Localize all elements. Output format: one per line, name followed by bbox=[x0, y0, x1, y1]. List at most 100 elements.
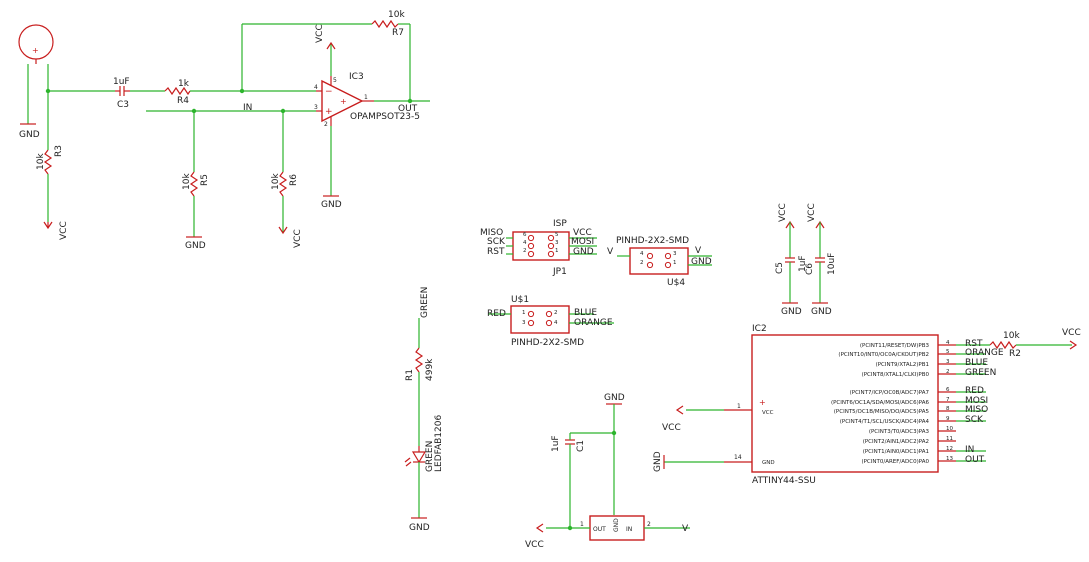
c6-name: C6 bbox=[805, 263, 815, 275]
reg-gnd-label: GND bbox=[613, 518, 620, 532]
out-net-label: OUT bbox=[398, 104, 418, 114]
ic2-net-label: RED bbox=[965, 386, 984, 396]
u4-v-label: V bbox=[607, 247, 614, 257]
svg-text:4: 4 bbox=[640, 251, 644, 257]
svg-text:3: 3 bbox=[314, 104, 318, 111]
capacitor-c3: 1uF C3 bbox=[113, 77, 130, 110]
ic2-gnd-pin-label: GND bbox=[762, 460, 775, 466]
svg-text:2: 2 bbox=[523, 248, 527, 254]
u1-blue-label: BLUE bbox=[574, 308, 597, 318]
c6-value: 10uF bbox=[827, 253, 837, 275]
ic2-net-label: GREEN bbox=[965, 368, 996, 378]
r5-name: R5 bbox=[200, 174, 210, 186]
u4-name: U$4 bbox=[667, 278, 685, 288]
gnd-label: GND bbox=[781, 307, 802, 317]
regulator-section: GND 1uF C1 OUT IN GND 1 2 VCC V bbox=[525, 393, 690, 550]
ic2-pin-number: 6 bbox=[946, 387, 950, 393]
isp-miso-label: MISO bbox=[480, 228, 503, 238]
reg-out-label: OUT bbox=[593, 526, 606, 533]
c5-name: C5 bbox=[775, 262, 785, 274]
ic2-part: ATTINY44-SSU bbox=[752, 476, 816, 486]
vcc-label: VCC bbox=[662, 423, 681, 433]
ic2-pin-function: (PCINT5/OC1B/MISO/DO/ADC5)PA5 bbox=[834, 409, 930, 415]
r1-value: 499k bbox=[425, 358, 435, 381]
gnd-label: GND bbox=[409, 523, 430, 533]
svg-text:3: 3 bbox=[555, 240, 559, 246]
green-net-label: GREEN bbox=[420, 287, 430, 318]
resistor-r3: 10k R3 VCC bbox=[36, 145, 69, 240]
ic2-net-label: BLUE bbox=[965, 358, 988, 368]
ic2-net-label: SCK bbox=[965, 415, 984, 425]
ic2-pin-number: 11 bbox=[946, 436, 953, 442]
resistor-r6: 10k R6 VCC bbox=[271, 111, 303, 248]
isp-rst-label: RST bbox=[487, 247, 505, 257]
ic2-pin-number: 4 bbox=[946, 340, 950, 346]
svg-text:2: 2 bbox=[647, 521, 651, 528]
svg-text:2: 2 bbox=[640, 260, 644, 266]
ic2-pin-function: (PCINT7/ICP/OC0B/ADC7)PA7 bbox=[850, 390, 930, 396]
r3-name: R3 bbox=[54, 145, 64, 157]
isp-title: ISP bbox=[553, 219, 567, 229]
isp-vcc-label: VCC bbox=[573, 228, 592, 238]
microphone-symbol: + GND bbox=[18, 24, 54, 150]
r2-name: R2 bbox=[1009, 349, 1021, 359]
u4-v-label-right: V bbox=[695, 246, 702, 256]
capacitor-c6: VCC C6 10uF GND bbox=[805, 203, 837, 317]
svg-text:1: 1 bbox=[522, 310, 526, 316]
svg-text:+: + bbox=[32, 46, 39, 55]
ic2-net-label: OUT bbox=[965, 455, 985, 465]
ic2-net-label: MISO bbox=[965, 405, 988, 415]
u1-part: PINHD-2X2-SMD bbox=[511, 338, 584, 348]
resistor-r2: 10k R2 VCC bbox=[989, 328, 1081, 359]
ic2-net-label: ORANGE bbox=[965, 348, 1004, 358]
vcc-label: VCC bbox=[1062, 328, 1081, 338]
mcu-ic2: IC2 ATTINY44-SSU VCC + GND VCC 1 GND 14 bbox=[653, 324, 939, 486]
ic2-net-label: MOSI bbox=[965, 396, 988, 406]
junction-dot bbox=[407, 98, 413, 104]
ic2-net-label: RST bbox=[965, 339, 983, 349]
ic2-pin-function: (PCINT3/T0/ADC3)PA3 bbox=[869, 429, 930, 435]
vcc-label: VCC bbox=[807, 203, 817, 222]
svg-text:6: 6 bbox=[523, 232, 527, 238]
r7-name: R7 bbox=[392, 28, 404, 38]
svg-text:1: 1 bbox=[737, 403, 741, 410]
c5-value: 1uF bbox=[798, 255, 808, 272]
ic2-pin-function: (PCINT1/AIN0/ADC1)PA1 bbox=[863, 449, 929, 455]
ic2-vcc-pin-label: VCC bbox=[762, 410, 774, 416]
resistor-r7: 10k R7 bbox=[371, 10, 405, 38]
r1-name: R1 bbox=[405, 369, 415, 381]
r7-value: 10k bbox=[388, 10, 405, 20]
svg-text:5: 5 bbox=[555, 232, 559, 238]
isp-header-jp1: 6 4 2 5 3 1 MISO SCK RST VCC MOSI GND IS… bbox=[480, 219, 597, 277]
ic2-pin-function: (PCINT9/XTAL2)PB1 bbox=[876, 362, 929, 368]
svg-text:1: 1 bbox=[580, 521, 584, 528]
led-icon bbox=[411, 451, 427, 464]
ic2-pin-number: 2 bbox=[946, 369, 950, 375]
svg-text:3: 3 bbox=[522, 320, 526, 326]
resistor-r5: 10k R5 GND bbox=[182, 111, 210, 251]
ic3-part: OPAMPSOT23-5 bbox=[350, 112, 420, 122]
vcc-label: VCC bbox=[293, 229, 303, 248]
c3-name: C3 bbox=[117, 100, 129, 110]
isp-name: JP1 bbox=[552, 267, 567, 277]
svg-text:+: + bbox=[340, 97, 347, 106]
isp-gnd-label: GND bbox=[573, 247, 594, 257]
ic2-pin-function: (PCINT10/INT0/OC0A/CKOUT)PB2 bbox=[838, 352, 929, 358]
u4-gnd-label: GND bbox=[691, 257, 712, 267]
c3-value: 1uF bbox=[113, 77, 130, 87]
svg-text:4: 4 bbox=[314, 84, 318, 91]
ic2-pin-function: (PCINT11/RESET/DW)PB3 bbox=[860, 343, 930, 349]
reg-v-label: V bbox=[682, 524, 689, 534]
ic2-pin-list: (PCINT11/RESET/DW)PB3 4 RST (PCINT10/INT0/O… bbox=[831, 339, 1004, 465]
ic2-pin-number: 3 bbox=[946, 359, 950, 365]
svg-text:4: 4 bbox=[554, 320, 558, 326]
vcc-label: VCC bbox=[315, 24, 325, 43]
svg-text:5: 5 bbox=[333, 77, 337, 84]
svg-text:+: + bbox=[759, 398, 766, 407]
reg-in-label: IN bbox=[626, 526, 632, 533]
gnd-label: GND bbox=[604, 393, 625, 403]
gnd-label: GND bbox=[19, 130, 40, 140]
ic2-pin-number: 13 bbox=[946, 456, 953, 462]
